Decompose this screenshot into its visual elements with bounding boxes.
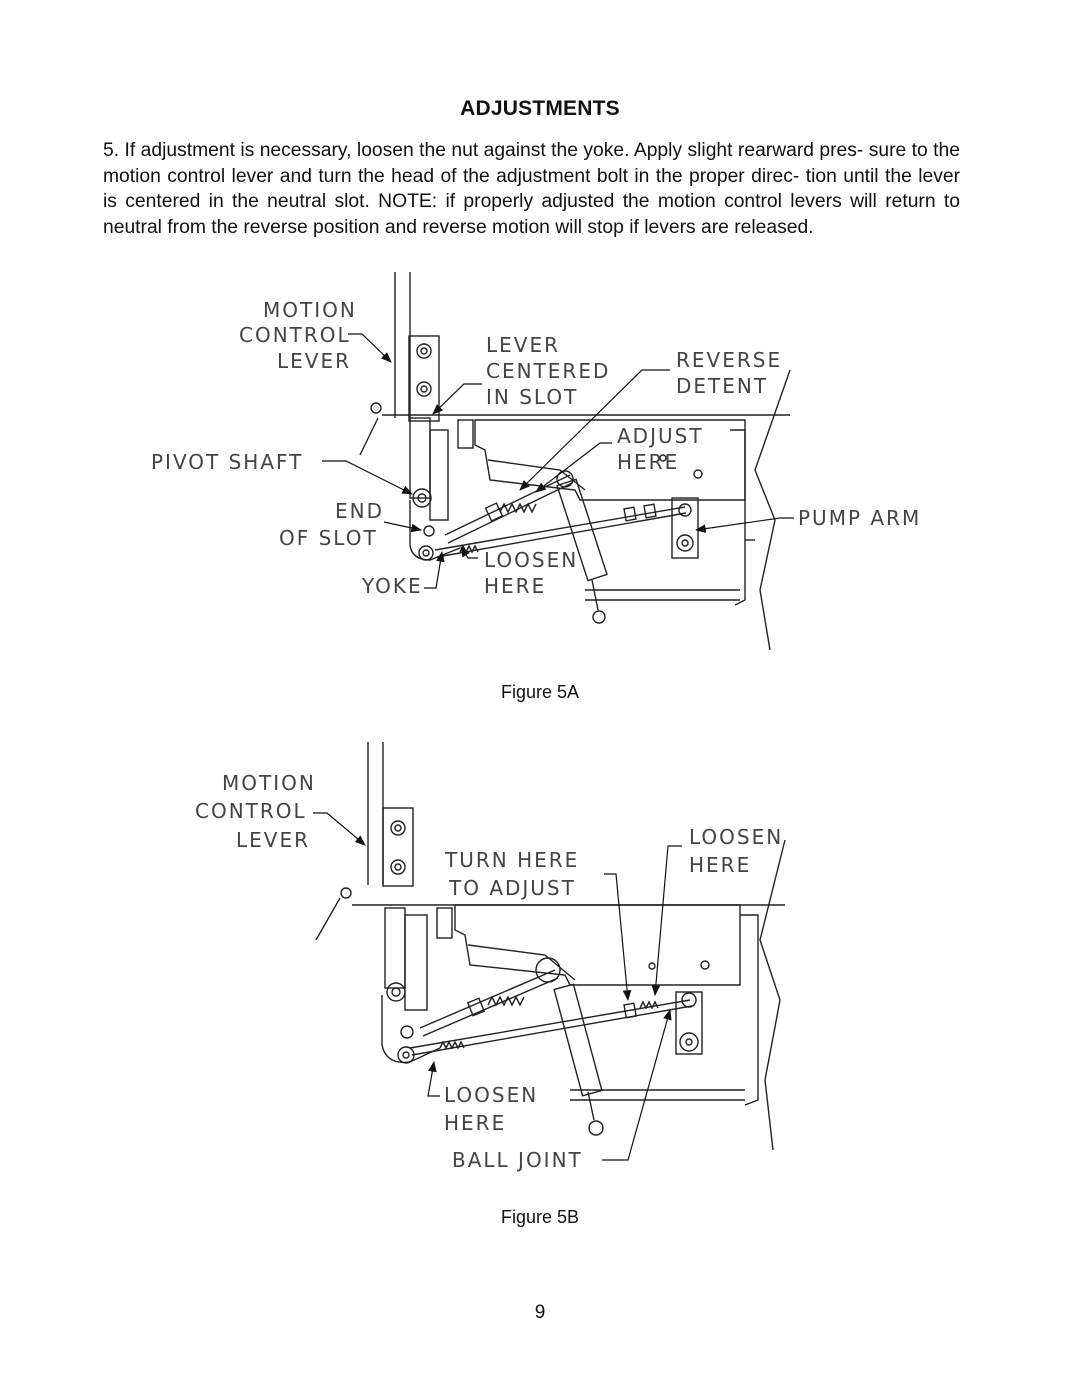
label-loosen-bottom-1: LOOSEN: [444, 1083, 538, 1107]
label-lever-centered-3: IN SLOT: [486, 385, 578, 409]
label-yoke: YOKE: [361, 574, 423, 598]
figure-5b-labels: MOTION CONTROL LEVER TURN HERE TO ADJUST…: [195, 771, 783, 1172]
label-control: CONTROL: [195, 799, 307, 823]
label-turn-here-1: TURN HERE: [444, 848, 579, 872]
label-ball-joint: BALL JOINT: [452, 1148, 583, 1172]
label-lever-centered-1: LEVER: [486, 333, 560, 357]
label-adjust-here-2: HERE: [617, 450, 679, 474]
label-reverse-detent-2: DETENT: [676, 374, 768, 398]
figure-5b-drawing: [315, 742, 786, 1151]
label-end-of-slot-1: END: [335, 499, 384, 523]
figure-5b-leaders: [313, 812, 682, 1161]
instruction-paragraph: 5. If adjustment is necessary, loosen th…: [103, 140, 960, 238]
label-pump-arm: PUMP ARM: [798, 506, 921, 530]
label-end-of-slot-2: OF SLOT: [279, 526, 378, 550]
page-number: 9: [534, 1302, 546, 1323]
label-lever: LEVER: [277, 349, 351, 373]
label-motion: MOTION: [263, 298, 357, 322]
label-loosen-top-1: LOOSEN: [689, 825, 783, 849]
figure-5b-caption: Figure 5B: [500, 1207, 580, 1227]
label-control: CONTROL: [239, 323, 351, 347]
figure-5a-labels: MOTION CONTROL LEVER LEVER CENTERED IN S…: [151, 298, 921, 598]
label-pivot-shaft: PIVOT SHAFT: [151, 450, 303, 474]
label-lever-centered-2: CENTERED: [486, 359, 610, 383]
label-loosen-here-1: LOOSEN: [484, 548, 578, 572]
figure-5a-leaders: [322, 333, 794, 589]
label-loosen-here-2: HERE: [484, 574, 546, 598]
figure-5a-drawing: [359, 272, 791, 651]
label-motion: MOTION: [222, 771, 316, 795]
label-turn-here-2: TO ADJUST: [448, 876, 576, 900]
section-heading: ADJUSTMENTS: [460, 97, 620, 120]
label-loosen-top-2: HERE: [689, 853, 751, 877]
figure-5a-caption: Figure 5A: [500, 682, 580, 702]
label-lever: LEVER: [236, 828, 310, 852]
label-adjust-here-1: ADJUST: [617, 424, 704, 448]
label-reverse-detent-1: REVERSE: [676, 348, 782, 372]
label-loosen-bottom-2: HERE: [444, 1111, 506, 1135]
